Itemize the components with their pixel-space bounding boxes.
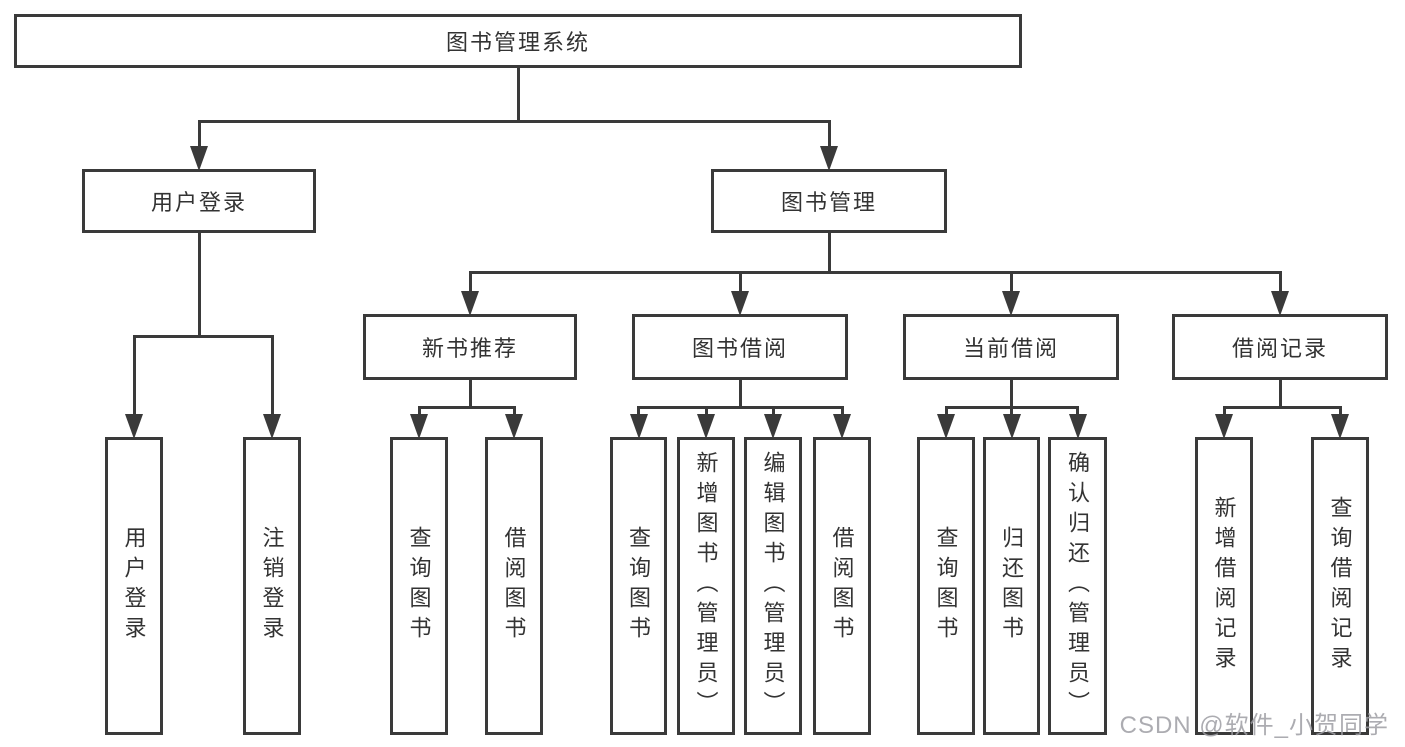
arrow-down-icon [1002, 414, 1021, 439]
node-label: 查询图书 [626, 526, 652, 646]
connector-segment [637, 405, 844, 409]
node-label: 用户登录 [121, 526, 147, 646]
arrow-down-icon [731, 291, 749, 316]
connector-segment [468, 272, 472, 302]
node-leaf-confirm-return: 确认归还（管理员） [1048, 437, 1107, 735]
node-label: 查询图书 [406, 526, 432, 646]
connector-segment [827, 121, 831, 157]
node-borrow-records: 借阅记录 [1172, 314, 1388, 380]
connector-segment [1222, 405, 1342, 409]
node-leaf-query-book-2: 查询图书 [610, 437, 667, 735]
node-label: 归还图书 [999, 526, 1025, 646]
node-label: 新书推荐 [421, 336, 518, 361]
node-leaf-add-book: 新增图书（管理员） [677, 437, 735, 735]
node-label: 新增借阅记录 [1211, 496, 1237, 676]
node-leaf-borrow-book-2: 借阅图书 [813, 437, 871, 735]
node-current-borrow: 当前借阅 [903, 314, 1119, 380]
node-leaf-edit-book: 编辑图书（管理员） [744, 437, 802, 735]
connector-segment [1278, 379, 1282, 409]
arrow-down-icon [461, 291, 479, 316]
arrow-down-icon [697, 414, 715, 439]
node-label: 确认归还（管理员） [1065, 451, 1091, 721]
node-label: 借阅图书 [829, 526, 855, 646]
arrow-down-icon [263, 414, 281, 439]
arrow-down-icon [125, 414, 143, 439]
arrow-down-icon [820, 146, 838, 171]
connector-segment [197, 232, 201, 338]
connector-segment [1009, 272, 1013, 302]
node-leaf-return-book: 归还图书 [983, 437, 1040, 735]
arrow-down-icon [764, 414, 782, 439]
watermark-text: CSDN @软件_小贺同学 [1119, 712, 1389, 739]
connector-segment [468, 270, 1282, 274]
node-leaf-logout: 注销登录 [243, 437, 301, 735]
node-label: 新增图书（管理员） [693, 451, 719, 721]
arrow-down-icon [1002, 291, 1020, 316]
node-new-book-rec: 新书推荐 [363, 314, 577, 380]
connector-segment [516, 67, 520, 123]
arrow-down-icon [1271, 291, 1289, 316]
connector-segment [738, 379, 742, 409]
connector-segment [270, 336, 274, 425]
arrow-down-icon [505, 414, 523, 439]
node-root: 图书管理系统 [14, 14, 1022, 68]
node-label: 图书管理系统 [445, 30, 590, 55]
connector-segment [468, 379, 472, 409]
node-label: 查询图书 [933, 526, 959, 646]
node-label: 查询借阅记录 [1327, 496, 1353, 676]
connector-segment [1009, 379, 1013, 409]
arrow-down-icon [629, 414, 648, 439]
connector-segment [197, 119, 831, 123]
arrow-down-icon [833, 414, 851, 439]
node-label: 借阅图书 [501, 526, 527, 646]
node-book-mgmt: 图书管理 [711, 169, 947, 233]
node-label: 图书借阅 [691, 336, 788, 361]
arrow-down-icon [410, 414, 428, 439]
connector-segment [738, 272, 742, 302]
arrow-down-icon [1068, 414, 1087, 439]
node-label: 图书管理 [780, 190, 877, 215]
connector-segment [827, 232, 831, 274]
node-label: 编辑图书（管理员） [760, 451, 786, 721]
node-label: 用户登录 [150, 190, 247, 215]
arrow-down-icon [1215, 414, 1233, 439]
arrow-down-icon [937, 414, 955, 439]
node-leaf-query-record: 查询借阅记录 [1311, 437, 1369, 735]
node-leaf-add-record: 新增借阅记录 [1195, 437, 1253, 735]
connector-segment [1278, 272, 1282, 302]
node-leaf-user-login: 用户登录 [105, 437, 163, 735]
node-user-login: 用户登录 [82, 169, 316, 233]
connector-segment [132, 334, 274, 338]
arrow-down-icon [1331, 414, 1349, 439]
node-label: 注销登录 [259, 526, 285, 646]
connector-segment [197, 121, 201, 157]
arrow-down-icon [190, 146, 208, 171]
connector-segment [417, 405, 516, 409]
node-book-borrow: 图书借阅 [632, 314, 848, 380]
node-leaf-borrow-book-1: 借阅图书 [485, 437, 543, 735]
connector-segment [132, 336, 136, 425]
node-leaf-query-book-3: 查询图书 [917, 437, 975, 735]
node-label: 当前借阅 [962, 336, 1059, 361]
node-leaf-query-book-1: 查询图书 [390, 437, 448, 735]
node-label: 借阅记录 [1231, 336, 1328, 361]
